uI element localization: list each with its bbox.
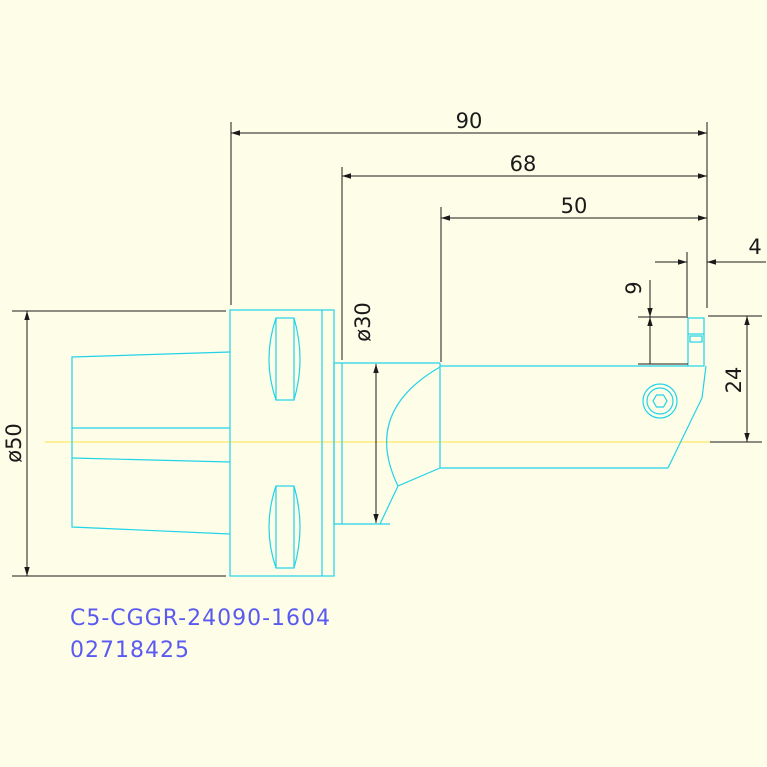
dimension-9 xyxy=(638,280,688,365)
tool-holder-outline xyxy=(71,309,707,577)
flange-slot-lower xyxy=(268,485,301,569)
dimension-diameter-50 xyxy=(12,310,226,577)
clamp-screw-icon xyxy=(642,383,678,419)
dimension-50 xyxy=(440,207,707,362)
dimension-9-label: 9 xyxy=(622,281,646,294)
dimension-68-label: 68 xyxy=(510,152,537,176)
dimension-90-label: 90 xyxy=(456,109,483,133)
flange-slot-upper xyxy=(268,317,301,401)
dimension-90 xyxy=(230,122,708,308)
dimension-24-label: 24 xyxy=(722,367,746,394)
dimension-4-label: 4 xyxy=(748,235,761,259)
dimension-diameter-50-label: ø50 xyxy=(2,423,26,463)
dimension-diameter-30-label: ø30 xyxy=(351,302,375,342)
part-number-label: C5-CGGR-24090-1604 xyxy=(70,606,331,631)
dimension-24 xyxy=(708,315,762,443)
dimension-68 xyxy=(341,167,707,360)
dimension-4 xyxy=(655,252,766,316)
dimension-50-label: 50 xyxy=(561,194,588,218)
order-code-label: 02718425 xyxy=(70,638,190,663)
